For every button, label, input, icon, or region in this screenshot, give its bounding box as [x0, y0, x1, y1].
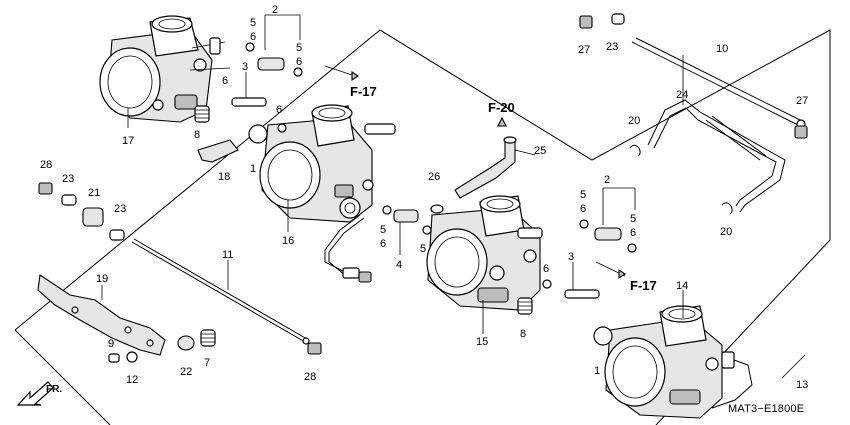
- carburetor-14: [604, 305, 753, 419]
- hose-25: [454, 136, 517, 199]
- callout-9: 9: [108, 338, 114, 350]
- carburetor-17: [99, 15, 231, 123]
- callout-11: 11: [222, 249, 233, 261]
- callout-28: 28: [40, 159, 52, 171]
- callout-27: 27: [796, 95, 808, 107]
- callout-5: 5: [380, 224, 386, 236]
- callout-1: 1: [594, 365, 600, 377]
- callout-numbers: 2 5 6 5 6 3 6 6 8 17 1 18 16 28 23 21 23…: [40, 4, 808, 391]
- callout-28: 28: [304, 371, 316, 383]
- callout-2: 2: [272, 4, 278, 16]
- callout-2: 2: [604, 174, 610, 186]
- callout-21: 21: [88, 187, 100, 199]
- callout-5: 5: [630, 213, 636, 225]
- callout-22: 22: [180, 366, 192, 378]
- callout-25: 25: [534, 145, 546, 157]
- callout-12: 12: [126, 374, 138, 386]
- ref-f17-upper: F-17: [350, 84, 377, 99]
- callout-6: 6: [380, 238, 386, 250]
- callout-8: 8: [520, 328, 526, 340]
- callout-6: 6: [580, 203, 586, 215]
- callout-16: 16: [282, 235, 294, 247]
- callout-23: 23: [606, 41, 618, 53]
- callout-23: 23: [114, 203, 126, 215]
- assembly-boundary-line: [14, 29, 831, 425]
- callout-1: 1: [250, 163, 256, 175]
- diagram-code: MAT3−E1800E: [728, 403, 804, 415]
- callout-17: 17: [122, 135, 134, 147]
- callout-27: 27: [578, 44, 590, 56]
- callout-5: 5: [580, 189, 586, 201]
- carburetor-16: [259, 104, 396, 283]
- callout-6: 6: [630, 227, 636, 239]
- callout-26: 26: [428, 171, 440, 183]
- ref-f17-lower: F-17: [630, 278, 657, 293]
- shaft-11: [131, 238, 310, 345]
- small-parts: [38, 13, 808, 363]
- callout-15: 15: [476, 336, 488, 348]
- callout-19: 19: [96, 273, 108, 285]
- callout-5: 5: [296, 42, 302, 54]
- callout-6: 6: [276, 104, 282, 116]
- front-direction-label: FR.: [46, 384, 62, 395]
- callout-23: 23: [62, 173, 74, 185]
- bracket-19: [37, 274, 166, 356]
- callout-6: 6: [543, 263, 549, 275]
- hose-24: [647, 99, 786, 213]
- callout-24: 24: [676, 89, 688, 101]
- callout-20: 20: [628, 115, 640, 127]
- carburetor-15: [426, 195, 543, 311]
- callout-14: 14: [676, 280, 688, 292]
- ref-f20: F-20: [488, 100, 515, 115]
- front-direction-arrow: FR.: [16, 381, 62, 406]
- callout-7: 7: [204, 357, 210, 369]
- callout-6: 6: [296, 56, 302, 68]
- callout-6: 6: [250, 31, 256, 43]
- callout-13: 13: [796, 379, 808, 391]
- callout-6: 6: [222, 75, 228, 87]
- callout-5: 5: [250, 17, 256, 29]
- callout-8: 8: [194, 129, 200, 141]
- callout-3: 3: [242, 61, 248, 73]
- callout-18: 18: [218, 171, 230, 183]
- callout-4: 4: [396, 259, 402, 271]
- callout-10: 10: [716, 43, 728, 55]
- callout-20: 20: [720, 226, 732, 238]
- callout-3: 3: [568, 251, 574, 263]
- callout-5: 5: [420, 243, 426, 255]
- leader-lines: [101, 14, 806, 379]
